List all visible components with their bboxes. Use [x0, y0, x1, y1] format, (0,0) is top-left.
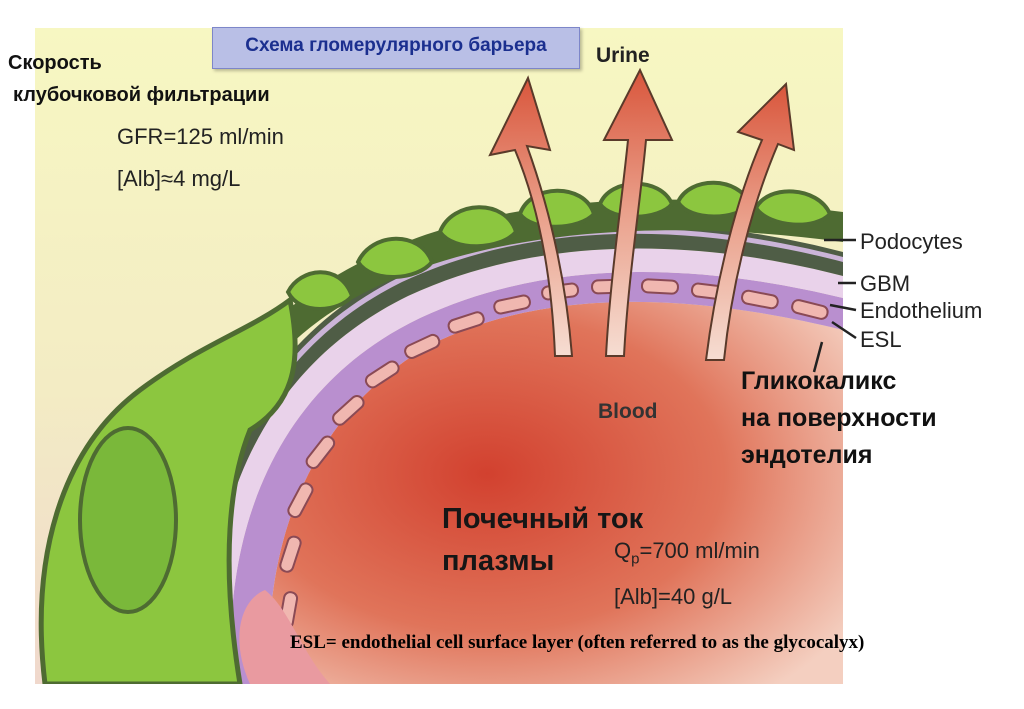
podocyte-foot-processes: [285, 180, 833, 311]
gfr-value: GFR=125 ml/min: [117, 124, 284, 149]
gfr-heading-line2: клубочковой фильтрации: [13, 84, 270, 106]
glycocalyx-note-line2: на поверхности: [741, 404, 937, 432]
plasma-albumin: [Alb]=40 g/L: [614, 584, 733, 609]
label-endothelium: Endothelium: [860, 298, 983, 323]
plasma-flow-line1: Почечный ток: [442, 503, 644, 535]
urine-arrow-right: [704, 81, 796, 361]
title-banner: Схема гломерулярного барьера: [212, 27, 580, 69]
label-podocytes: Podocytes: [860, 229, 963, 254]
plasma-flow-line2: плазмы: [442, 545, 555, 577]
podocyte-base: [141, 199, 843, 684]
urine-arrow-center: [602, 67, 674, 357]
gfr-heading-line1: Скорость: [8, 52, 102, 74]
label-esl: ESL: [860, 327, 902, 352]
plasma-flow-rate: Qp=700 ml/min: [614, 538, 760, 568]
glycocalyx-note-line1: Гликокаликс: [741, 367, 897, 395]
glycocalyx-note-line3: эндотелия: [741, 441, 873, 469]
diagram-title: Схема гломерулярного барьера: [245, 35, 547, 56]
urine-arrows: [488, 67, 796, 361]
blood-label: Blood: [598, 400, 658, 423]
afferent-vessel: [239, 590, 330, 684]
podocyte-nucleus: [78, 426, 178, 614]
label-gbm: GBM: [860, 271, 911, 296]
urine-label: Urine: [596, 44, 650, 67]
layer-pointer-lines: [812, 238, 857, 373]
esl-caption: ESL= endothelial cell surface layer (oft…: [290, 632, 865, 653]
urine-arrow-left: [488, 75, 574, 357]
urine-albumin: [Alb]≈4 mg/L: [117, 166, 241, 191]
blood-lumen: [268, 301, 843, 684]
